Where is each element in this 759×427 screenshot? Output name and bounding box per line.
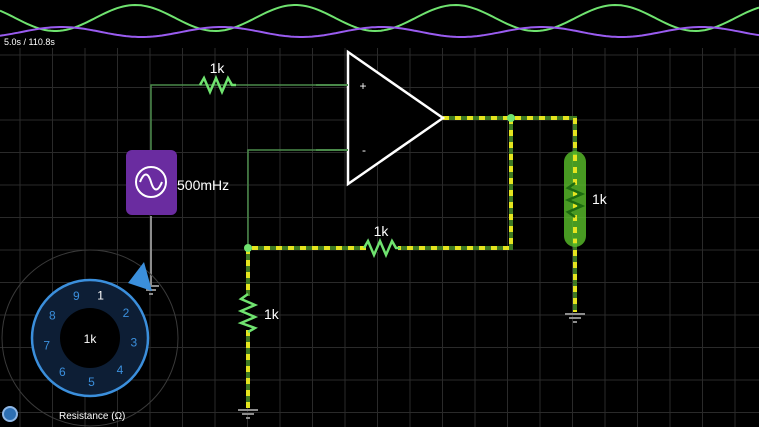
- dial-pointer[interactable]: [128, 262, 152, 291]
- resistor-input-label: 1k: [210, 60, 226, 76]
- junction-node: [507, 114, 515, 122]
- time-readout: 5.0s / 110.8s: [4, 37, 55, 47]
- dial-number-1[interactable]: 1: [97, 288, 104, 302]
- ground-icon: [238, 409, 258, 419]
- resistor-feedback-label: 1k: [374, 223, 390, 239]
- dial-caption: Resistance (Ω): [59, 411, 126, 422]
- resistor-load[interactable]: [564, 151, 586, 247]
- resistance-dial[interactable]: [1, 249, 179, 427]
- dial-number-4[interactable]: 4: [117, 363, 124, 377]
- opamp-plus-label: +: [359, 79, 366, 93]
- active-wires: [246, 116, 577, 408]
- ac-source[interactable]: [126, 150, 177, 215]
- dial-numbers[interactable]: 1 2 34 5 67 8 9: [43, 288, 137, 389]
- opamp[interactable]: [316, 49, 446, 187]
- scope-trace-green: [0, 3, 759, 33]
- resistor-load-label: 1k: [592, 191, 608, 207]
- source-frequency-label: 500mHz: [177, 177, 229, 193]
- dial-number-2[interactable]: 2: [123, 306, 130, 320]
- dial-number-9[interactable]: 9: [73, 289, 80, 303]
- resistor-feedback[interactable]: [362, 237, 400, 259]
- menu-button[interactable]: [2, 406, 18, 422]
- dial-center-value: 1k: [84, 332, 98, 346]
- dial-number-7[interactable]: 7: [43, 339, 50, 353]
- ground-icon: [565, 313, 585, 323]
- junction-node: [244, 244, 252, 252]
- resistor-ground-label: 1k: [264, 306, 280, 322]
- opamp-minus-label: -: [362, 143, 366, 157]
- sine-wave-icon: [135, 166, 167, 198]
- dial-number-5[interactable]: 5: [88, 375, 95, 389]
- dial-number-3[interactable]: 3: [130, 336, 137, 350]
- scope-trace-purple: [0, 26, 759, 38]
- dial-number-8[interactable]: 8: [49, 308, 56, 322]
- idle-wires: [150, 84, 340, 248]
- resistor-ground[interactable]: [237, 292, 259, 334]
- dial-number-6[interactable]: 6: [59, 365, 66, 379]
- resistor-input[interactable]: [198, 74, 236, 96]
